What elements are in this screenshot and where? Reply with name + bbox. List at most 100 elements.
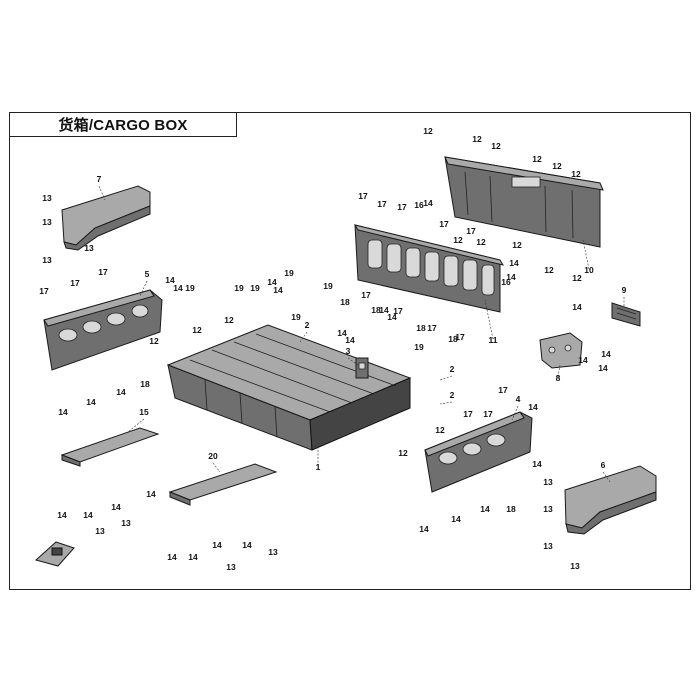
part-callout-11: 11 <box>489 335 498 345</box>
part-callout-5: 5 <box>145 269 150 279</box>
part-callout-16: 16 <box>501 277 511 287</box>
part-callout-14: 14 <box>165 275 175 285</box>
part-callout-14: 14 <box>480 504 490 514</box>
part-callout-13: 13 <box>121 518 131 528</box>
part-callout-17: 17 <box>455 332 465 342</box>
part-callout-17: 17 <box>483 409 493 419</box>
part-callout-13: 13 <box>42 255 52 265</box>
right-side-rail-part-4 <box>424 411 533 493</box>
part-callout-19: 19 <box>291 312 301 322</box>
part-callout-14: 14 <box>506 272 516 282</box>
part-callout-12: 12 <box>572 273 582 283</box>
part-callout-15: 15 <box>139 407 149 417</box>
part-callout-17: 17 <box>466 226 476 236</box>
latch-bracket-part-3 <box>355 357 369 379</box>
part-callout-19: 19 <box>323 281 333 291</box>
underguard-part-15 <box>60 427 160 467</box>
part-callout-12: 12 <box>512 240 522 250</box>
part-callout-13: 13 <box>226 562 236 572</box>
part-callout-3: 3 <box>346 346 351 356</box>
part-callout-13: 13 <box>84 243 94 253</box>
part-callout-14: 14 <box>528 402 538 412</box>
part-callout-17: 17 <box>358 191 368 201</box>
part-callout-13: 13 <box>95 526 105 536</box>
part-callout-18: 18 <box>448 334 458 344</box>
part-callout-14: 14 <box>146 489 156 499</box>
part-callout-17: 17 <box>70 278 80 288</box>
part-callout-18: 18 <box>371 305 381 315</box>
part-callout-12: 12 <box>149 336 159 346</box>
part-callout-12: 12 <box>423 126 433 136</box>
part-callout-19: 19 <box>284 268 294 278</box>
part-callout-14: 14 <box>188 552 198 562</box>
bracket-part-9 <box>611 302 641 327</box>
part-callout-14: 14 <box>578 355 588 365</box>
part-callout-14: 14 <box>419 524 429 534</box>
part-callout-17: 17 <box>98 267 108 277</box>
title-box: 货箱/CARGO BOX <box>9 112 237 137</box>
part-callout-8: 8 <box>556 373 561 383</box>
underguard-part-20 <box>168 463 278 506</box>
part-callout-17: 17 <box>397 202 407 212</box>
diagram-title: 货箱/CARGO BOX <box>58 117 188 134</box>
part-callout-12: 12 <box>491 141 501 151</box>
part-callout-7: 7 <box>97 174 102 184</box>
part-callout-1: 1 <box>316 462 321 472</box>
part-callout-14: 14 <box>212 540 222 550</box>
part-callout-17: 17 <box>439 219 449 229</box>
part-callout-14: 14 <box>167 552 177 562</box>
part-callout-19: 19 <box>185 283 195 293</box>
part-callout-13: 13 <box>42 193 52 203</box>
part-callout-12: 12 <box>435 425 445 435</box>
part-callout-9: 9 <box>622 285 627 295</box>
part-callout-14: 14 <box>83 510 93 520</box>
part-callout-17: 17 <box>427 323 437 333</box>
part-callout-14: 14 <box>267 277 277 287</box>
rear-panel-part-10 <box>444 156 604 248</box>
front-direction-arrow-icon <box>34 541 75 567</box>
part-callout-12: 12 <box>571 169 581 179</box>
part-callout-14: 14 <box>86 397 96 407</box>
part-callout-12: 12 <box>224 315 234 325</box>
part-callout-2: 2 <box>450 390 455 400</box>
part-callout-13: 13 <box>543 541 553 551</box>
part-callout-19: 19 <box>414 342 424 352</box>
part-callout-12: 12 <box>476 237 486 247</box>
part-callout-14: 14 <box>345 335 355 345</box>
tailgate-panel-part-11 <box>353 224 505 313</box>
part-callout-2: 2 <box>305 320 310 330</box>
part-callout-13: 13 <box>42 217 52 227</box>
part-callout-12: 12 <box>192 325 202 335</box>
part-callout-14: 14 <box>116 387 126 397</box>
part-callout-17: 17 <box>498 385 508 395</box>
part-callout-12: 12 <box>398 448 408 458</box>
part-callout-18: 18 <box>340 297 350 307</box>
part-callout-18: 18 <box>506 504 516 514</box>
corner-trim-part-7 <box>61 185 151 251</box>
part-callout-17: 17 <box>463 409 473 419</box>
part-callout-12: 12 <box>532 154 542 164</box>
part-callout-19: 19 <box>234 283 244 293</box>
part-callout-17: 17 <box>377 199 387 209</box>
part-callout-18: 18 <box>416 323 426 333</box>
part-callout-14: 14 <box>337 328 347 338</box>
part-callout-14: 14 <box>509 258 519 268</box>
part-callout-14: 14 <box>598 363 608 373</box>
part-callout-6: 6 <box>601 460 606 470</box>
part-callout-13: 13 <box>543 504 553 514</box>
part-callout-19: 19 <box>250 283 260 293</box>
cargo-tub-part-1 <box>166 324 412 451</box>
part-callout-12: 12 <box>472 134 482 144</box>
corner-trim-part-6 <box>564 465 657 535</box>
left-side-rail-part-5 <box>43 289 163 371</box>
part-callout-14: 14 <box>58 407 68 417</box>
part-callout-17: 17 <box>361 290 371 300</box>
leader-lines <box>98 185 625 483</box>
part-callout-14: 14 <box>273 285 283 295</box>
part-callout-17: 17 <box>39 286 49 296</box>
part-callout-14: 14 <box>111 502 121 512</box>
part-callout-20: 20 <box>208 451 218 461</box>
part-callout-14: 14 <box>601 349 611 359</box>
